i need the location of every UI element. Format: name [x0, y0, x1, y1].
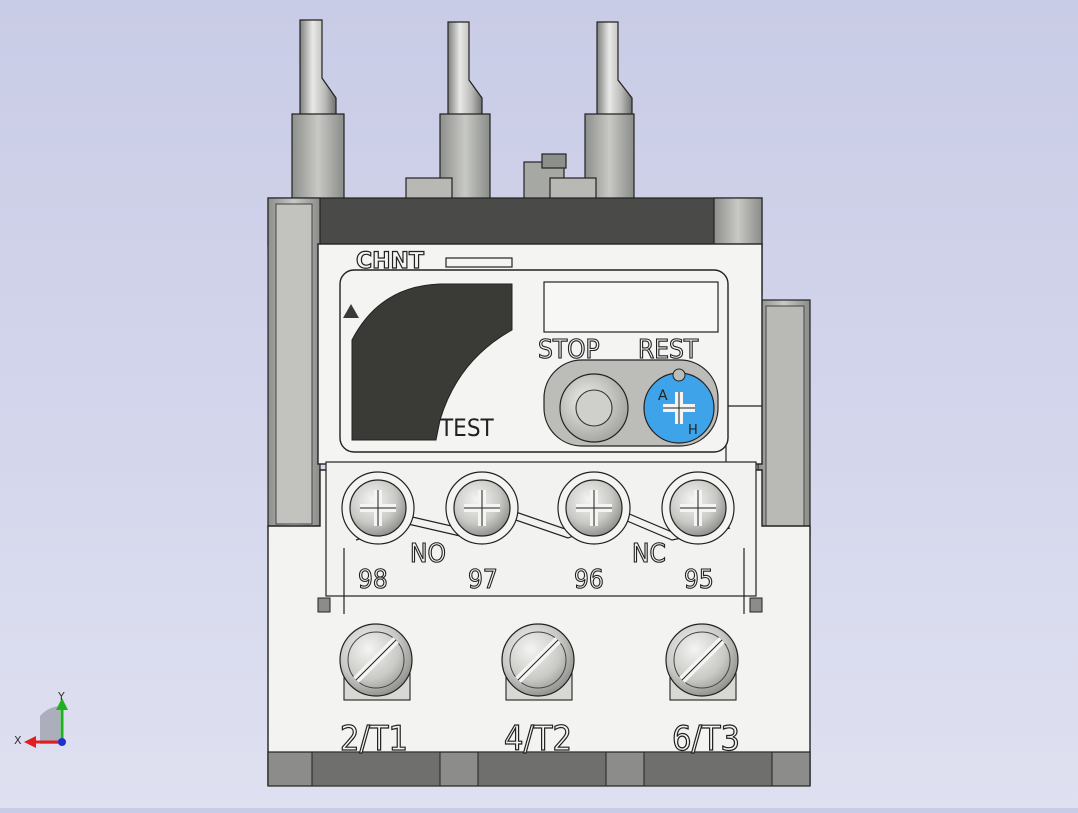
power-pin-2 [439, 21, 491, 201]
model-plate [445, 257, 513, 268]
indicator-arrow-icon [343, 304, 359, 318]
reset-dial[interactable]: A H [643, 368, 715, 444]
x-axis-label: X [14, 734, 22, 747]
nc-label: NC [632, 539, 666, 569]
y-axis-label: Y [57, 690, 65, 703]
aux-screw-97[interactable] [445, 471, 519, 545]
main-screw-t1[interactable] [339, 623, 413, 701]
terminal-95-label: 95 [684, 565, 714, 595]
terminal-t3-label: 6/T3 [672, 719, 740, 759]
indicator-window [351, 283, 513, 441]
power-pin-3 [584, 21, 635, 201]
terminal-98-label: 98 [358, 565, 388, 595]
terminal-t2-label: 4/T2 [504, 719, 572, 759]
dial-mode-a: A [658, 388, 668, 404]
main-terminal-block: 2/T1 4/T2 6/T3 [339, 623, 741, 760]
pin-bridges [405, 153, 597, 203]
terminal-97-label: 97 [468, 565, 498, 595]
terminal-96-label: 96 [574, 565, 604, 595]
z-axis-icon [58, 738, 66, 746]
aux-screw-95[interactable] [661, 471, 735, 545]
aux-screw-96[interactable] [557, 471, 631, 545]
main-screw-t2[interactable] [501, 623, 575, 701]
power-pin-1 [291, 19, 345, 201]
aux-terminal-block: NO NC 98 97 96 95 [317, 471, 763, 614]
no-label: NO [410, 539, 446, 569]
terminal-t1-label: 2/T1 [340, 719, 408, 759]
main-screw-t3[interactable] [665, 623, 739, 701]
dial-mode-h: H [688, 423, 698, 438]
control-panel: TEST STOP REST A H [339, 269, 729, 453]
axis-triad: Y X [14, 690, 68, 748]
test-label: TEST [439, 414, 495, 442]
top-power-pins [291, 19, 635, 203]
current-setting-window [543, 281, 719, 333]
aux-screw-98[interactable] [341, 471, 415, 545]
